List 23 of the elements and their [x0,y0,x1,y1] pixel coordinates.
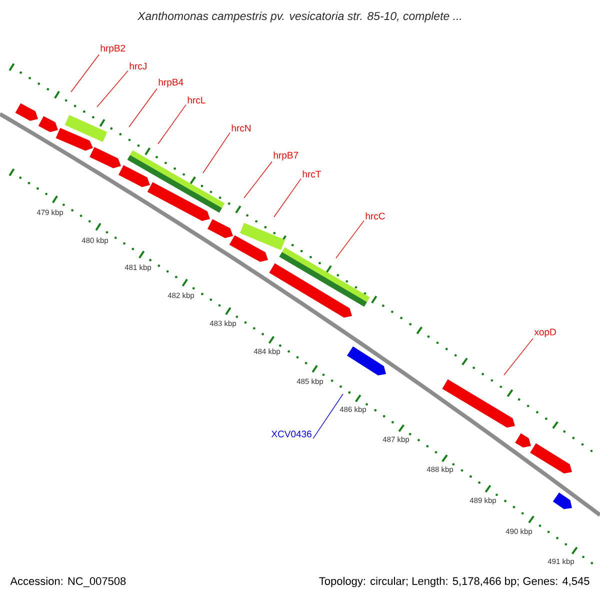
gene-label: hrpB4 [158,78,184,88]
leader-line [274,178,302,218]
leader-line [336,220,364,258]
title: Xanthomonas campestris pv. vesicatoria str. 85-10, complete ... [137,12,461,22]
gene-label: hrcL [188,96,206,104]
leader-line [158,104,186,144]
footer-text: Accession: NC_007508 [10,576,126,588]
gene-label: hrpB7 [274,152,298,160]
gene-label: hrpB2 [100,44,126,54]
gene-label: hrcT [302,170,321,178]
leader-line [504,338,534,376]
gene-label: hrcN [232,124,250,132]
leader-line [244,161,272,198]
leader-line [70,54,100,92]
gene-label: hrcC [366,212,385,220]
gene-label: hrcJ [130,62,146,70]
leader-line [128,88,158,128]
leader-line [96,70,128,108]
gene-label: XCV0436 [271,430,312,438]
leader-line [312,394,344,439]
footer-text: Topology: circular; Length: 5,178,466 bp; Genes: 4,545 [319,576,590,588]
leader-line [202,132,230,174]
gene-label: xopD [534,328,556,338]
